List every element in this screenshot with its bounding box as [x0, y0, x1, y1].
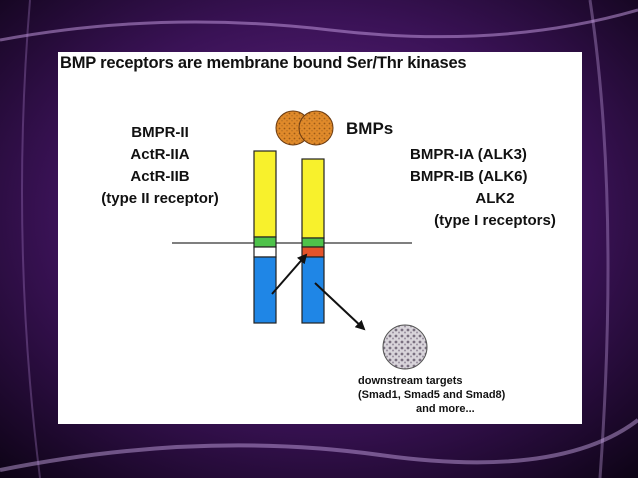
bmps-label: BMPs: [346, 119, 394, 138]
type-i-extracellular-domain: [301, 158, 325, 239]
type-ii-receptor-labels: BMPR-II ActR-IIA ActR-IIB (type II recep…: [80, 122, 240, 210]
phosphorylation-arrow: [271, 253, 308, 295]
bmp-ligand-2: [298, 110, 334, 146]
type-ii-label-2: ActR-IIA: [130, 146, 190, 163]
type-i-label-4: (type I receptors): [434, 212, 556, 229]
type-ii-label-4: (type II receptor): [101, 190, 219, 207]
type-i-label-1: BMPR-IA (ALK3): [410, 146, 527, 163]
type-ii-juxtamembrane: [253, 246, 277, 258]
slide-title: BMP receptors are membrane bound Ser/Thr…: [60, 54, 467, 72]
signaling-arrow: [314, 282, 366, 331]
type-ii-transmembrane: [253, 236, 277, 248]
type-ii-label-1: BMPR-II: [131, 124, 189, 141]
slide-panel: BMP receptors are membrane bound Ser/Thr…: [58, 52, 582, 424]
type-ii-label-3: ActR-IIB: [130, 168, 190, 185]
type-ii-extracellular-domain: [253, 150, 277, 238]
receptor-diagram: [172, 110, 428, 370]
downstream-targets-text: downstream targets (Smad1, Smad5 and Sma…: [358, 374, 578, 416]
downstream-label-2: (Smad1, Smad5 and Smad8): [358, 389, 506, 401]
type-ii-receptor: [253, 150, 277, 324]
type-i-transmembrane: [301, 237, 325, 248]
type-i-label-2: BMPR-IB (ALK6): [410, 168, 528, 185]
downstream-label-1: downstream targets: [358, 375, 463, 387]
downstream-label-3: and more...: [416, 403, 475, 415]
type-i-kinase-domain: [301, 256, 325, 324]
type-ii-kinase-domain: [253, 256, 277, 324]
type-i-label-3: ALK2: [475, 190, 515, 207]
type-i-receptor: [301, 158, 325, 324]
downstream-target-circle: [382, 324, 428, 370]
type-i-receptor-labels: BMPR-IA (ALK3) BMPR-IB (ALK6) ALK2 (type…: [410, 144, 580, 232]
